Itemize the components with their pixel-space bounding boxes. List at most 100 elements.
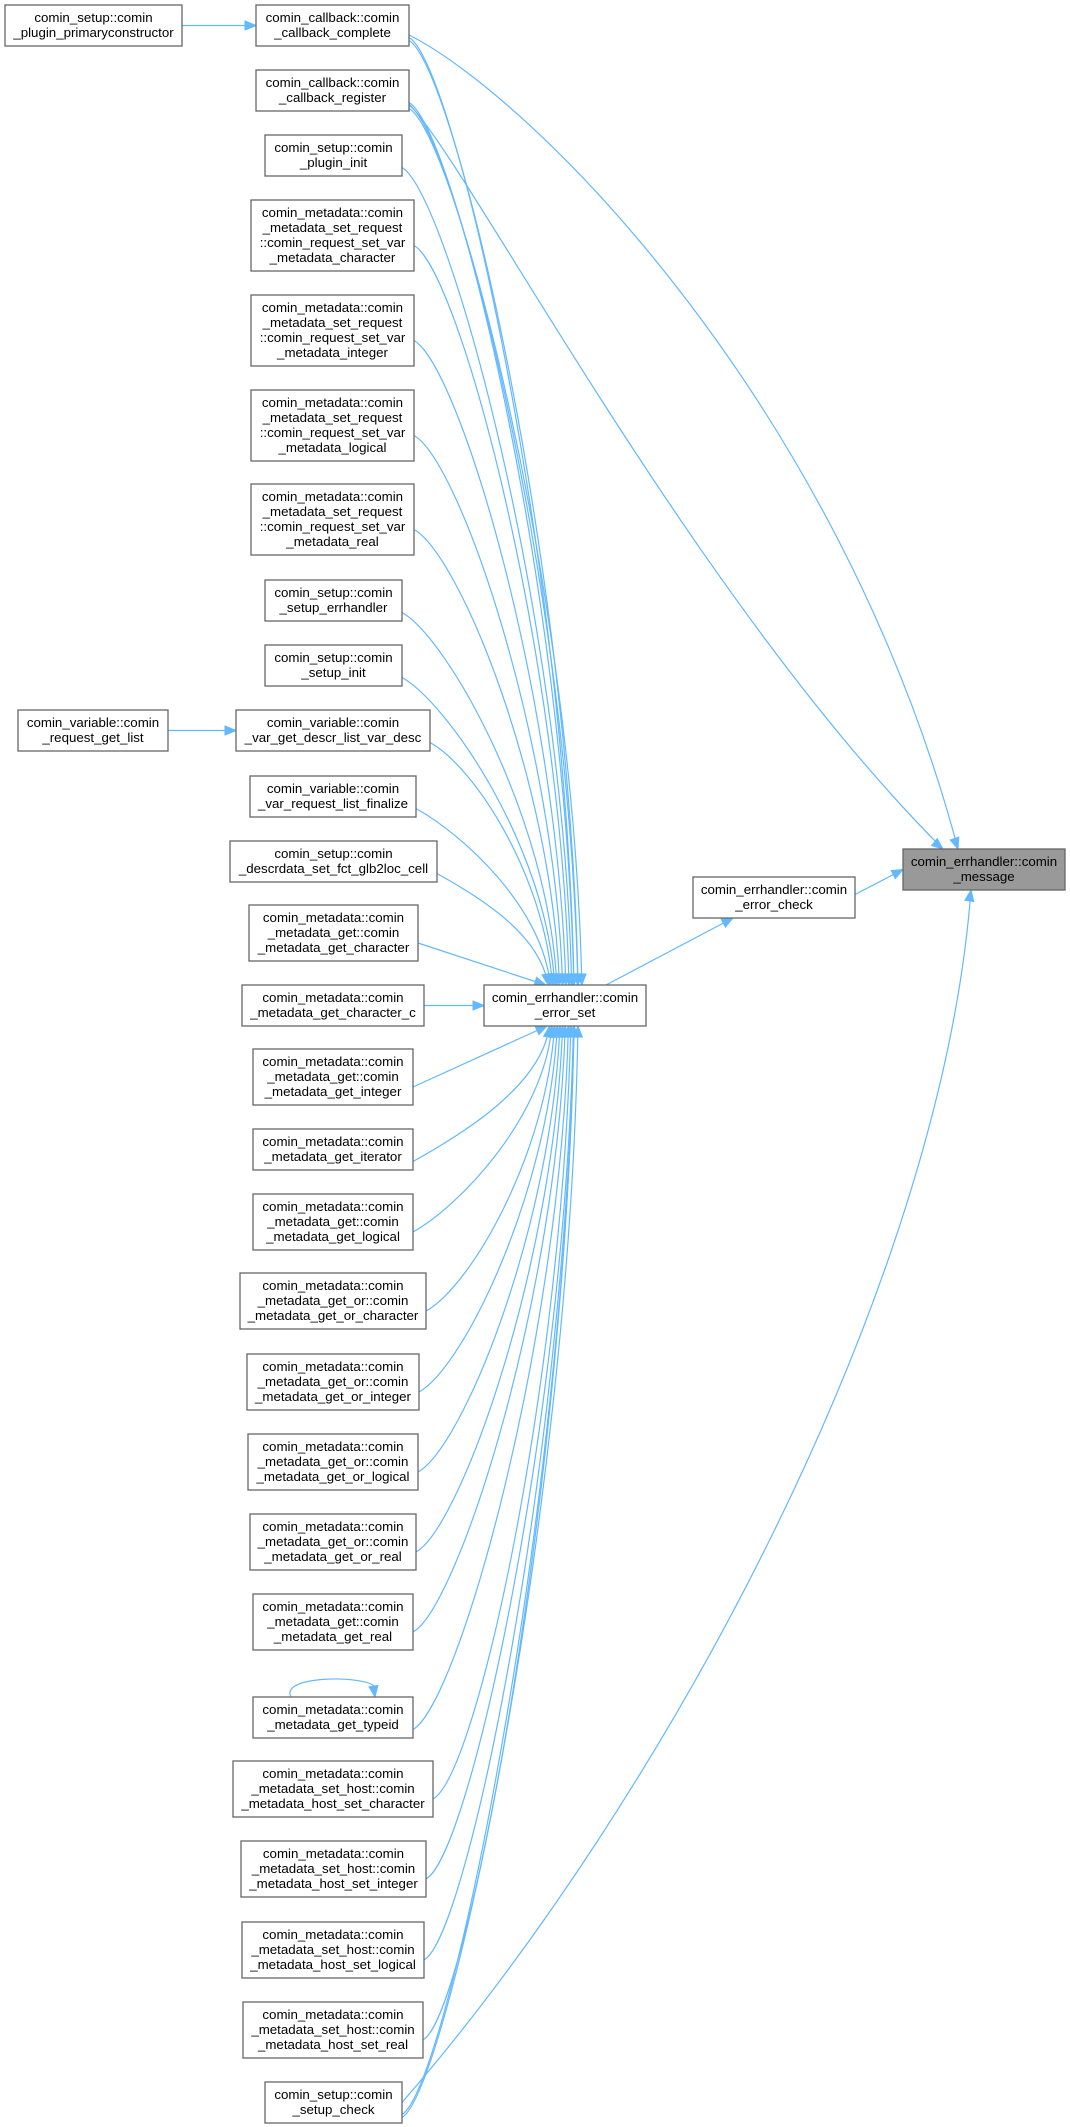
node-get-integer[interactable]: comin_metadata::comin_metadata_get::comi…: [252, 1048, 414, 1106]
edge-line: [401, 1025, 575, 2116]
node-host-set-logical[interactable]: comin_metadata::comin_metadata_set_host:…: [241, 1921, 425, 1979]
node-var-request-list-finalize[interactable]: comin_variable::comin_var_request_list_f…: [249, 775, 417, 818]
node-label-line: comin_callback::comin: [266, 10, 400, 25]
node-label-line: _message: [952, 869, 1014, 884]
node-label-line: _metadata_get::comin: [266, 1614, 399, 1629]
node-var-get-descr-list[interactable]: comin_variable::comin_var_get_descr_list…: [235, 709, 431, 752]
node-callback-complete[interactable]: comin_callback::comin_callback_complete: [255, 4, 410, 47]
node-callback-register[interactable]: comin_callback::comin_callback_register: [255, 69, 410, 112]
node-label-line: _metadata_get_or_logical: [255, 1469, 409, 1484]
edge-host-set-character-to-error-set: [432, 1024, 576, 1800]
edge-line: [425, 1025, 556, 1312]
edge-line: [412, 1025, 570, 1731]
node-box: [248, 904, 419, 962]
node-label-line: comin_metadata::comin: [262, 2007, 403, 2022]
node-host-set-character[interactable]: comin_metadata::comin_metadata_set_host:…: [232, 1760, 434, 1818]
edge-line: [417, 942, 546, 986]
edge-line: [408, 104, 579, 986]
edge-req-set-var-integer-to-error-set: [413, 339, 571, 987]
edge-req-set-var-logical-to-error-set: [413, 434, 568, 987]
node-get-or-real[interactable]: comin_metadata::comin_metadata_get_or::c…: [249, 1513, 417, 1571]
node-label-line: _metadata_host_set_real: [257, 2037, 408, 2052]
node-error-set[interactable]: comin_errhandler::comin_error_set: [483, 984, 647, 1027]
node-plugin-init[interactable]: comin_setup::comin_plugin_init: [264, 134, 403, 177]
node-label-line: _metadata_set_request: [262, 220, 403, 235]
node-get-or-integer[interactable]: comin_metadata::comin_metadata_get_or::c…: [246, 1353, 420, 1411]
node-label-line: _metadata_get_or_character: [247, 1308, 419, 1323]
edge-setup-check-to-error-set: [401, 1024, 584, 2119]
node-label-line: _setup_init: [300, 665, 366, 680]
edge-line: [415, 807, 551, 986]
edge-req-set-var-real-to-error-set: [413, 528, 565, 987]
node-label-line: comin_metadata::comin: [262, 1766, 403, 1781]
node-label-line: comin_metadata::comin: [262, 1199, 403, 1214]
node-label-line: _metadata_character: [269, 250, 396, 265]
node-label-line: _metadata_host_set_integer: [248, 1876, 418, 1891]
node-get-or-logical[interactable]: comin_metadata::comin_metadata_get_or::c…: [247, 1433, 419, 1491]
node-label-line: _setup_check: [291, 2102, 374, 2117]
node-get-typeid[interactable]: comin_metadata::comin_metadata_get_typei…: [252, 1696, 414, 1739]
node-box: [241, 984, 425, 1027]
node-host-set-integer[interactable]: comin_metadata::comin_metadata_set_host:…: [240, 1840, 427, 1898]
node-label-line: _metadata_get_or_real: [263, 1549, 402, 1564]
edge-line: [408, 36, 575, 986]
node-label-line: _metadata_set_request: [262, 504, 403, 519]
node-primaryconstructor[interactable]: comin_setup::comin_plugin_primaryconstru…: [4, 4, 183, 47]
node-label-line: comin_metadata::comin: [262, 1359, 403, 1374]
node-label-line: comin_callback::comin: [266, 75, 400, 90]
node-get-character-c[interactable]: comin_metadata::comin_metadata_get_chara…: [241, 984, 425, 1027]
node-box: [252, 1128, 414, 1171]
node-get-character[interactable]: comin_metadata::comin_metadata_get::comi…: [248, 904, 419, 962]
node-label-line: _metadata_get_real: [273, 1629, 392, 1644]
node-box: [4, 4, 183, 47]
edge-line: [432, 1025, 572, 1800]
node-label-line: comin_metadata::comin: [262, 489, 403, 504]
edge-callback-register-to-error-set: [408, 107, 587, 987]
node-get-logical[interactable]: comin_metadata::comin_metadata_get::comi…: [252, 1193, 414, 1251]
edge-get-typeid-to-get-typeid: [289, 1678, 379, 1699]
edge-line: [401, 889, 972, 2103]
edge-setup-errhandler-to-error-set: [401, 611, 562, 987]
node-request-get-list[interactable]: comin_variable::comin_request_get_list: [17, 709, 169, 752]
node-setup-check[interactable]: comin_setup::comin_setup_check: [264, 2081, 403, 2124]
edge-setup-check-to-message: [401, 888, 975, 2103]
edge-line: [418, 1025, 558, 1393]
node-get-or-character[interactable]: comin_metadata::comin_metadata_get_or::c…: [239, 1272, 427, 1330]
node-message[interactable]: comin_errhandler::comin_message: [902, 848, 1066, 891]
arrowhead-icon: [224, 725, 238, 736]
node-host-set-real[interactable]: comin_metadata::comin_metadata_set_host:…: [242, 2001, 424, 2059]
node-setup-errhandler[interactable]: comin_setup::comin_setup_errhandler: [264, 579, 403, 622]
node-req-set-var-integer[interactable]: comin_metadata::comin_metadata_set_reque…: [250, 294, 415, 367]
node-req-set-var-logical[interactable]: comin_metadata::comin_metadata_set_reque…: [250, 389, 415, 462]
edge-line: [413, 434, 564, 986]
node-label-line: _metadata_get_integer: [264, 1084, 402, 1099]
node-req-set-var-real[interactable]: comin_metadata::comin_metadata_set_reque…: [250, 483, 415, 556]
node-label-line: comin_metadata::comin: [262, 300, 403, 315]
node-label-line: _error_set: [534, 1005, 596, 1020]
node-box: [252, 1696, 414, 1739]
node-descrdata-glb2loc[interactable]: comin_setup::comin_descrdata_set_fct_glb…: [229, 840, 438, 883]
node-get-iterator[interactable]: comin_metadata::comin_metadata_get_itera…: [252, 1128, 414, 1171]
node-label-line: _callback_complete: [273, 25, 391, 40]
node-label-line: comin_setup::comin: [274, 650, 392, 665]
edge-line: [412, 1025, 553, 1233]
node-label-line: comin_errhandler::comin: [911, 854, 1057, 869]
node-error-check[interactable]: comin_errhandler::comin_error_check: [692, 876, 856, 919]
node-label-line: _metadata_logical: [278, 440, 387, 455]
node-req-set-var-character[interactable]: comin_metadata::comin_metadata_set_reque…: [250, 199, 415, 272]
arrowhead-icon: [472, 1000, 486, 1011]
node-get-real[interactable]: comin_metadata::comin_metadata_get::comi…: [252, 1593, 414, 1651]
node-label-line: _request_get_list: [41, 730, 144, 745]
node-label-line: _metadata_get_logical: [265, 1229, 400, 1244]
node-box: [247, 1433, 419, 1491]
edge-line: [408, 101, 575, 986]
node-box: [264, 579, 403, 622]
edge-get-character-c-to-error-set: [424, 1000, 486, 1011]
node-label-line: _metadata_real: [285, 534, 378, 549]
arrowhead-icon: [572, 1024, 584, 1038]
arrowhead-icon: [576, 973, 587, 987]
node-label-line: comin_metadata::comin: [263, 910, 404, 925]
node-box: [692, 876, 856, 919]
edge-line: [412, 1025, 551, 1163]
node-setup-init[interactable]: comin_setup::comin_setup_init: [264, 644, 403, 687]
